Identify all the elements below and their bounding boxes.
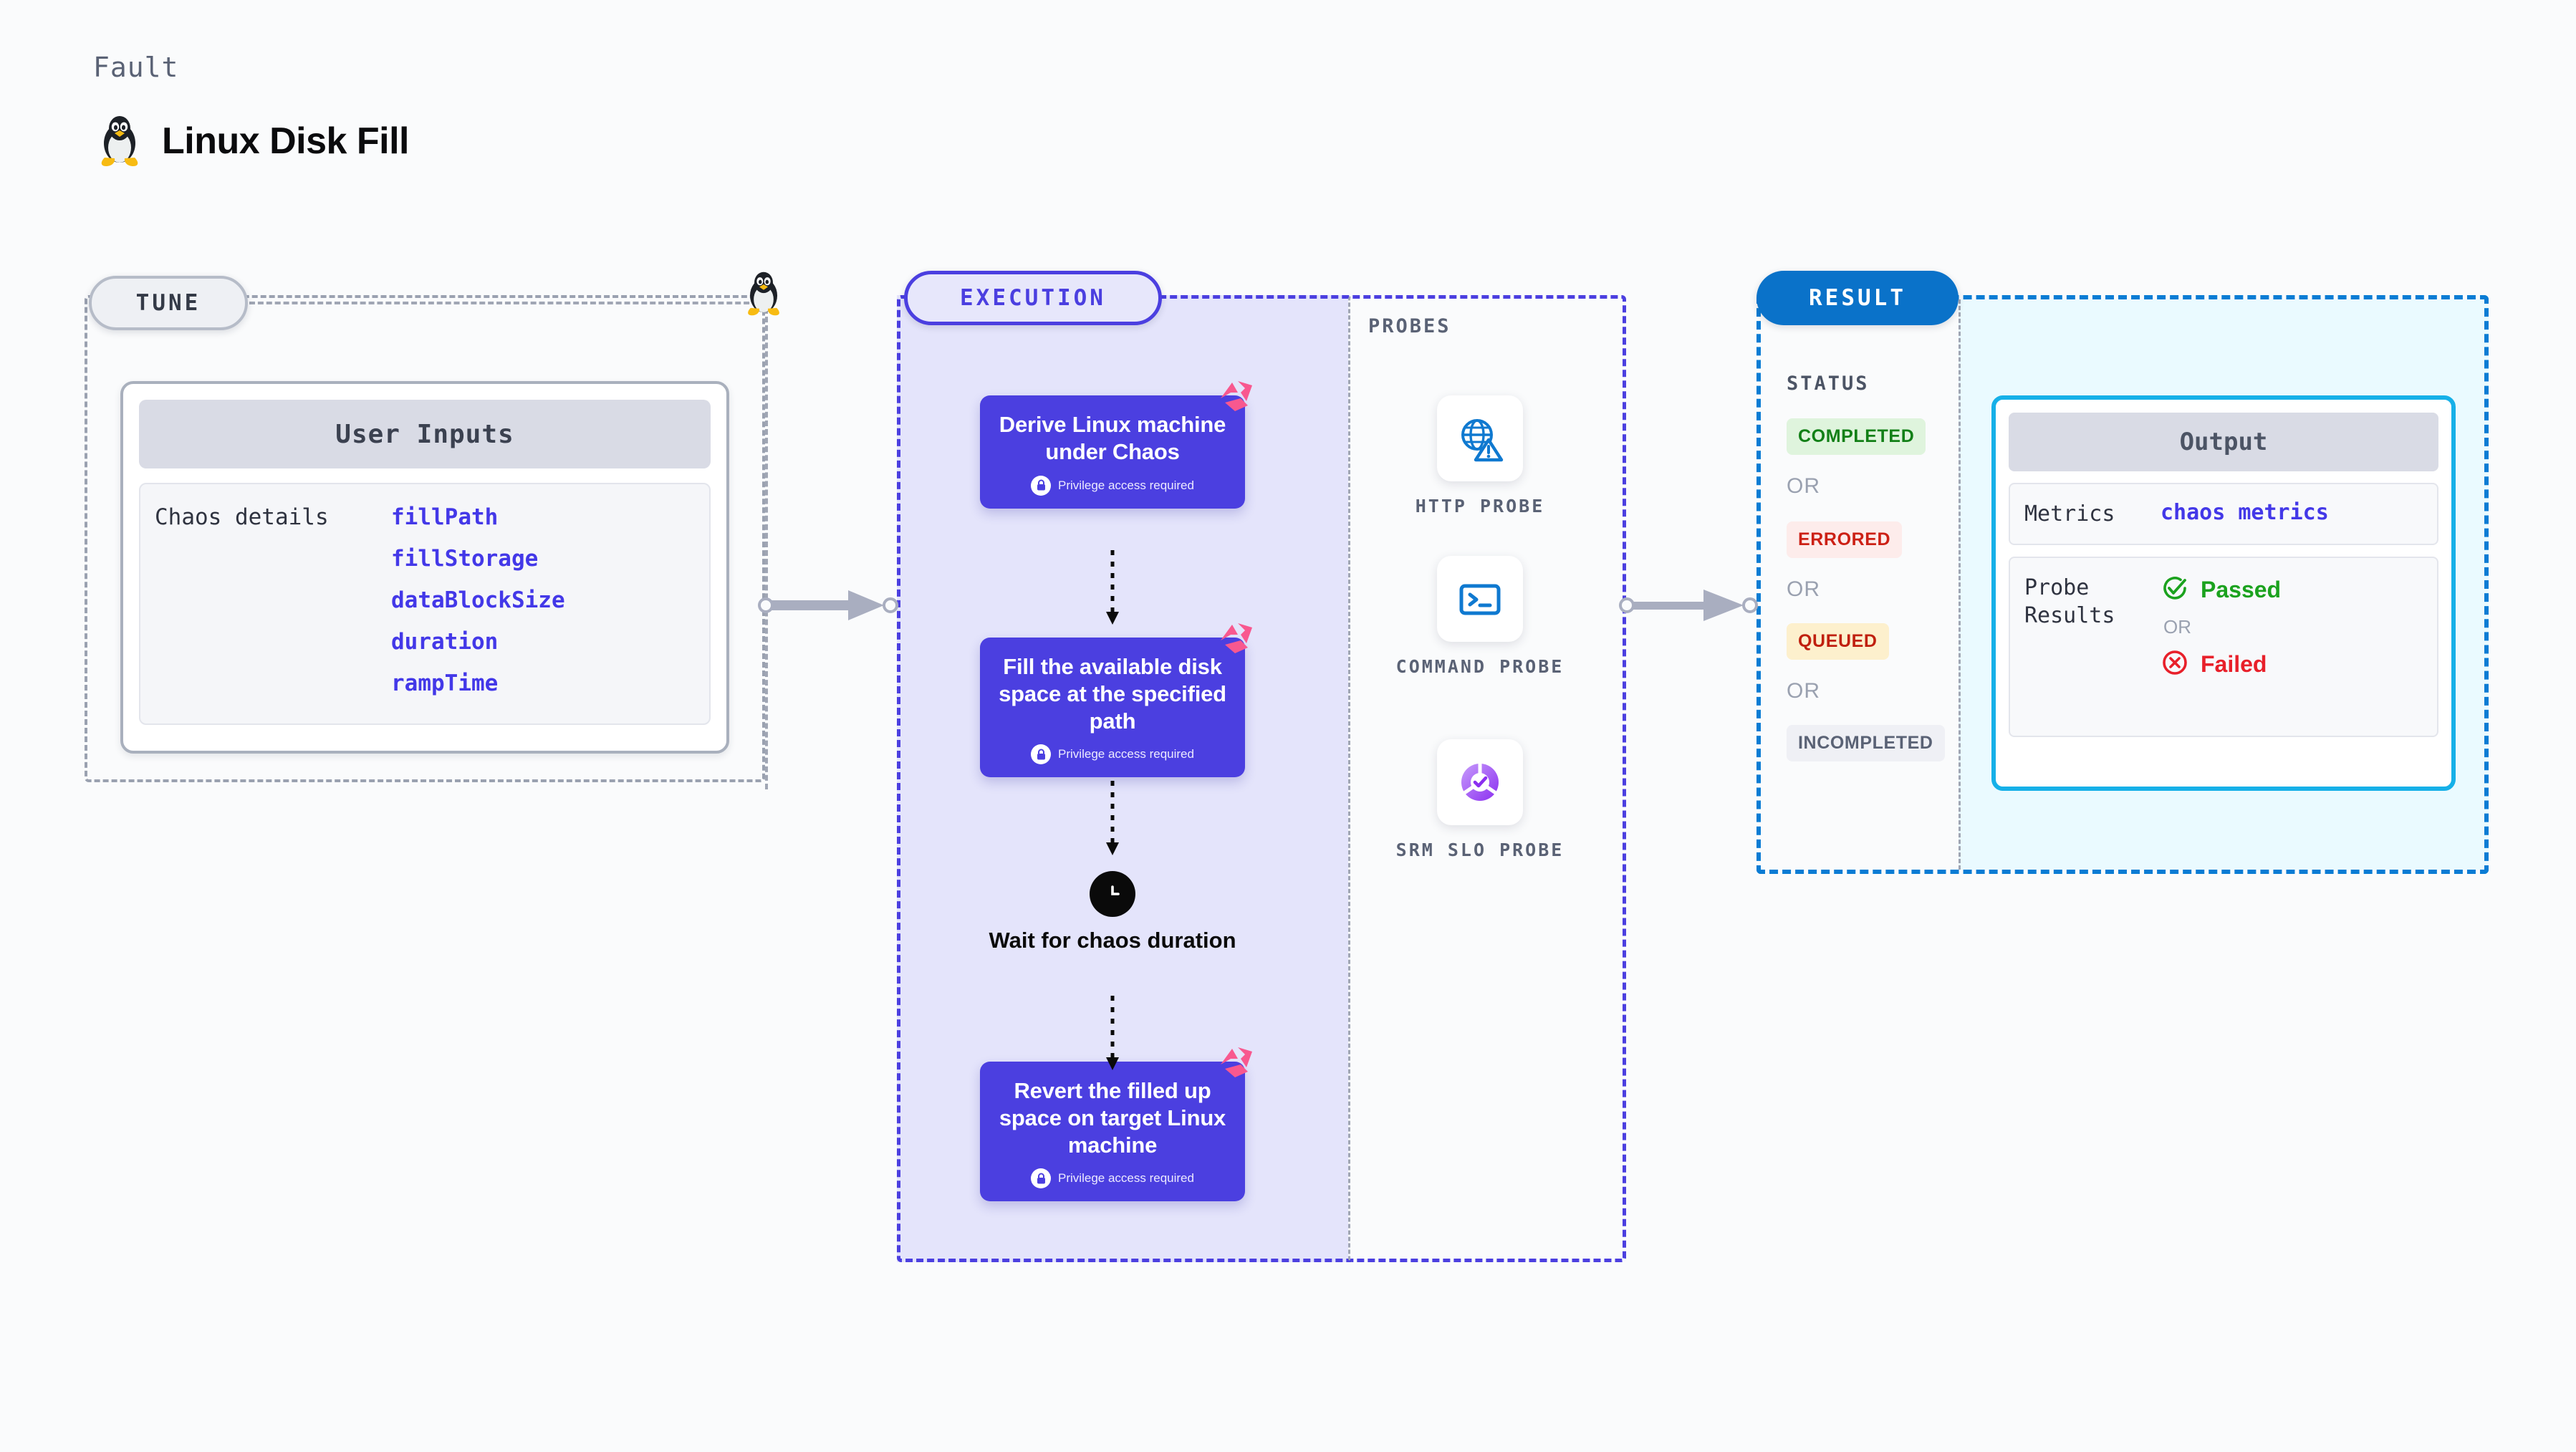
probe-passed-label: Passed: [2201, 577, 2282, 602]
linux-penguin-icon: [97, 115, 142, 168]
status-badge-errored: ERRORED: [1787, 521, 1903, 558]
globe-warning-icon: [1437, 395, 1523, 481]
execution-node-label: Revert the filled up space on target Lin…: [999, 1078, 1226, 1158]
execution-panel: [897, 295, 1626, 1262]
status-badge-incompleted: INCOMPLETED: [1787, 725, 1945, 761]
chaos-details-values: fillPath fillStorage dataBlockSize durat…: [391, 504, 565, 723]
execution-connector-2: [1102, 781, 1123, 863]
check-circle-icon: [2161, 574, 2189, 606]
privilege-note-text: Privilege access required: [1058, 478, 1194, 492]
lock-icon: [1031, 744, 1052, 765]
execution-node-label: Wait for chaos duration: [989, 928, 1236, 953]
status-or-2: OR: [1787, 577, 1820, 601]
status-or-1: OR: [1787, 474, 1820, 498]
execution-connector-1: [1102, 550, 1123, 633]
litmus-logo-icon: [1216, 380, 1256, 420]
probes-section-label: PROBES: [1368, 315, 1451, 337]
execution-node-wait: Wait for chaos duration: [980, 871, 1245, 954]
x-circle-icon: [2161, 648, 2189, 681]
linux-penguin-marker-icon: [744, 271, 784, 320]
probe-result-failed: Failed: [2161, 648, 2281, 681]
output-metrics-link[interactable]: chaos metrics: [2161, 500, 2329, 525]
tune-arrow-end-dot: [883, 597, 898, 613]
clock-icon: [1090, 871, 1135, 917]
terminal-icon: [1437, 556, 1523, 642]
fault-kicker-label: Fault: [93, 52, 179, 83]
probe-failed-label: Failed: [2201, 651, 2267, 677]
litmus-logo-icon: [1216, 622, 1256, 663]
probe-command[interactable]: COMMAND PROBE: [1394, 556, 1566, 679]
execution-node-fill-disk[interactable]: Fill the available disk space at the spe…: [980, 623, 1252, 778]
probes-panel: [1348, 295, 1626, 1262]
status-section-label: STATUS: [1787, 372, 1870, 395]
lock-icon: [1031, 475, 1052, 496]
privilege-note: Privilege access required: [997, 475, 1228, 496]
page-title-row: Linux Disk Fill: [97, 115, 410, 168]
chaos-details-row: Chaos details fillPath fillStorage dataB…: [139, 483, 711, 725]
chaos-details-key: Chaos details: [155, 504, 329, 530]
execution-node-label: Fill the available disk space at the spe…: [999, 654, 1226, 734]
tune-drop-line: [765, 308, 768, 789]
lock-icon: [1031, 1168, 1052, 1189]
execution-node-derive[interactable]: Derive Linux machine under Chaos Privile…: [980, 381, 1252, 509]
privilege-note: Privilege access required: [997, 744, 1228, 765]
user-inputs-card: User Inputs Chaos details fillPath fillS…: [120, 381, 729, 754]
output-probe-results-key: Probe Results: [2024, 575, 2115, 628]
probe-label: HTTP PROBE: [1415, 496, 1545, 516]
input-fillStorage[interactable]: fillStorage: [391, 546, 539, 572]
user-inputs-title: User Inputs: [139, 400, 711, 468]
status-badge-queued: QUEUED: [1787, 623, 1889, 660]
output-probe-results-values: Passed OR Failed: [2161, 574, 2281, 681]
output-title: Output: [2009, 413, 2438, 471]
execution-node-label: Derive Linux machine under Chaos: [999, 412, 1226, 464]
tune-to-execution-arrow: [758, 580, 908, 634]
execution-pill-label: EXECUTION: [904, 271, 1162, 325]
srm-slo-check-icon: [1437, 739, 1523, 825]
probes-arrow-start-dot: [1619, 597, 1635, 613]
result-panel: [1756, 295, 2489, 874]
output-metrics-key: Metrics: [2024, 501, 2115, 527]
status-badge-completed: COMPLETED: [1787, 418, 1926, 455]
status-or-3: OR: [1787, 679, 1820, 703]
result-status-separator: [1959, 299, 1961, 870]
probe-label: COMMAND PROBE: [1395, 656, 1565, 677]
probe-label: SRM SLO PROBE: [1395, 840, 1565, 860]
tune-arrow-start-dot: [758, 597, 774, 613]
input-rampTime[interactable]: rampTime: [391, 670, 499, 696]
execution-node-revert[interactable]: Revert the filled up space on target Lin…: [980, 1047, 1252, 1202]
tune-pill-label: TUNE: [89, 276, 248, 330]
probe-result-passed: Passed: [2161, 574, 2281, 606]
input-fillPath[interactable]: fillPath: [391, 504, 499, 530]
tune-panel: [85, 295, 765, 782]
probes-arrow-end-dot: [1742, 597, 1758, 613]
probes-to-result-arrow: [1618, 580, 1775, 634]
probe-http[interactable]: HTTP PROBE: [1394, 395, 1566, 519]
input-dataBlockSize[interactable]: dataBlockSize: [391, 587, 565, 613]
privilege-note-text: Privilege access required: [1058, 1171, 1194, 1186]
privilege-note: Privilege access required: [997, 1168, 1228, 1189]
output-metrics-row: Metrics chaos metrics: [2009, 483, 2438, 545]
execution-connector-3: [1102, 996, 1123, 1078]
page-title: Linux Disk Fill: [162, 120, 410, 162]
privilege-note-text: Privilege access required: [1058, 747, 1194, 761]
litmus-logo-icon: [1216, 1046, 1256, 1087]
input-duration[interactable]: duration: [391, 629, 499, 655]
output-probe-results-row: Probe Results Passed OR: [2009, 557, 2438, 737]
tune-lead-line: [249, 302, 758, 304]
output-card: Output Metrics chaos metrics Probe Resul…: [1991, 395, 2456, 791]
probe-result-or: OR: [2163, 616, 2191, 638]
result-pill-label: RESULT: [1756, 271, 1959, 325]
probe-srm-slo[interactable]: SRM SLO PROBE: [1394, 739, 1566, 862]
